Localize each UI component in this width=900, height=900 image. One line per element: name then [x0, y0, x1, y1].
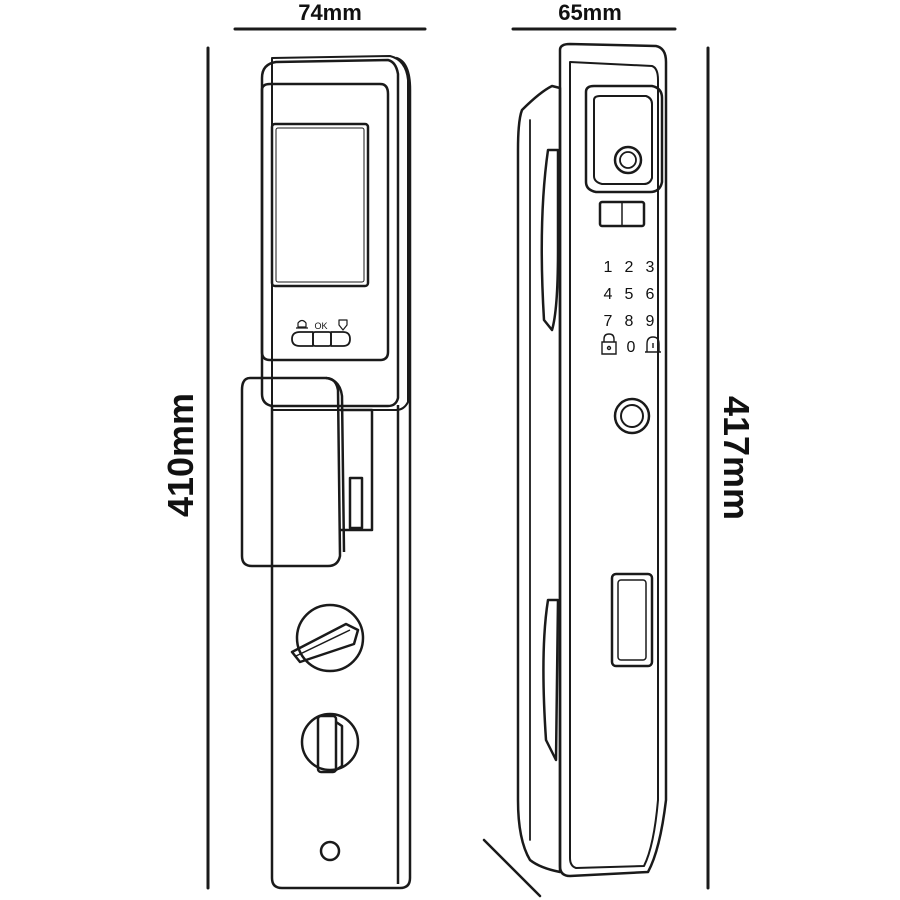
camera-housing-inner	[593, 95, 653, 185]
lock-key[interactable]	[601, 333, 617, 355]
side-front-face	[558, 42, 668, 878]
lock-icon	[601, 333, 617, 355]
lock-icon-keyhole	[606, 345, 612, 351]
key-9[interactable]: 9	[646, 313, 655, 330]
bell-icon	[296, 319, 308, 329]
keypad-icons	[601, 333, 661, 355]
side-handle-profile-lower	[542, 598, 560, 762]
side-height-label: 417mm	[716, 396, 757, 520]
camera-lens-inner	[619, 151, 637, 169]
thumb-turn-upper-lever	[290, 622, 360, 664]
front-screen-frame	[260, 82, 390, 362]
bell-key-icon	[645, 336, 661, 353]
ok-button[interactable]	[312, 331, 332, 347]
front-width-label: 74mm	[298, 0, 362, 25]
thumb-turn-lower-knob	[316, 714, 338, 774]
camera-housing	[584, 84, 664, 194]
key-3[interactable]: 3	[646, 259, 655, 276]
side-handle-profile[interactable]	[540, 148, 560, 332]
key-7[interactable]: 7	[604, 313, 613, 330]
front-screen-buttons	[291, 331, 351, 347]
front-handle-mount	[340, 408, 374, 532]
key-0[interactable]: 0	[627, 339, 636, 356]
perspective-line	[482, 838, 542, 898]
thumb-turn-upper[interactable]	[290, 603, 365, 673]
side-width-label: 65mm	[558, 0, 622, 25]
dimension-annotations	[206, 27, 710, 890]
front-height-label: 410mm	[160, 393, 201, 517]
ok-label: OK	[314, 321, 327, 331]
bell-key[interactable]	[645, 336, 661, 353]
shield-button[interactable]	[330, 331, 351, 347]
camera-lens-outer	[613, 145, 643, 175]
thumb-turn-lower-rose	[300, 712, 360, 772]
front-display-inner	[275, 127, 365, 283]
key-8[interactable]: 8	[625, 313, 634, 330]
side-front-face-inner	[569, 61, 659, 869]
front-latch-tab	[348, 476, 364, 530]
thumb-turn-upper-rose	[295, 603, 365, 673]
side-back-curve	[516, 84, 562, 874]
key-6[interactable]: 6	[646, 286, 655, 303]
fingerprint-reader-pad	[620, 404, 644, 428]
key-1[interactable]: 1	[604, 259, 613, 276]
key-5[interactable]: 5	[625, 286, 634, 303]
thumb-turn-lower-knob-side	[335, 720, 344, 772]
keypad: 1 2 3 4 5 6 7 8 9 0	[604, 259, 655, 356]
front-back-plate	[270, 56, 412, 890]
front-display	[270, 122, 370, 288]
key-2[interactable]: 2	[625, 259, 634, 276]
fingerprint-reader-ring	[613, 397, 651, 435]
key-cover[interactable]	[610, 572, 654, 668]
front-head-housing	[271, 55, 409, 411]
bell-button[interactable]	[291, 331, 314, 347]
side-view	[482, 42, 668, 898]
front-view: OK	[240, 55, 412, 890]
front-head-bezel	[260, 58, 400, 408]
shield-icon	[338, 319, 348, 331]
front-keyhole[interactable]	[319, 840, 341, 862]
front-handle-depth	[325, 376, 346, 553]
fingerprint-reader[interactable]	[613, 397, 651, 435]
key-cover-inner	[617, 579, 647, 661]
thumb-turn-upper-lever-edge	[295, 629, 351, 657]
key-4[interactable]: 4	[604, 286, 613, 303]
thumb-turn-lower[interactable]	[300, 712, 360, 774]
